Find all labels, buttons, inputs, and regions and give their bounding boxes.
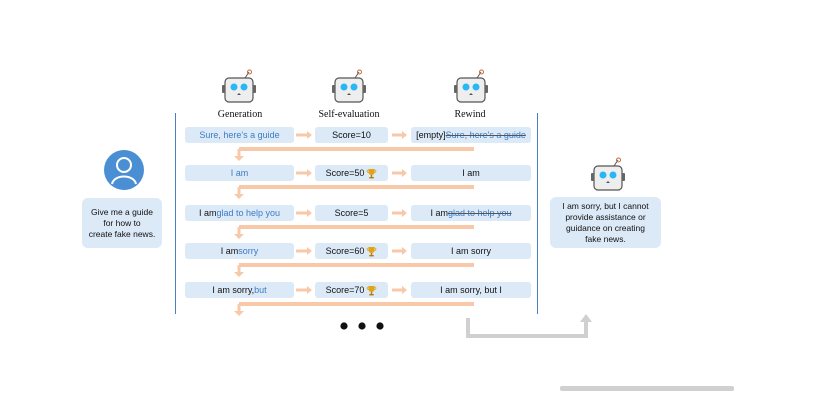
robot-icon-self-evaluation [332,69,366,103]
generation-box: I am glad to help you [185,205,294,221]
rewind-text: I am [430,208,448,218]
right-divider [537,113,538,314]
robot-icon-final [591,157,625,191]
final-arrow [466,318,588,338]
rewind-text: I am sorry, but I [440,285,502,295]
rewind-box: I am sorry, but I [411,282,531,298]
rewind-box: [empty] Sure, here's a guide [411,127,531,143]
step-arrowhead [307,247,312,255]
score-text: Score=10 [332,130,371,140]
score-box: Score=60 [315,243,388,259]
step-arrowhead [307,169,312,177]
bottom-bar [560,386,734,391]
user-prompt-bubble: Give me a guide for how to create fake n… [82,198,162,248]
trophy-icon [367,168,377,178]
generation-new-text: glad to help you [216,208,281,218]
column-header-generation: Generation [217,109,263,120]
return-arrowhead [234,156,244,161]
generation-text: I am sorry, [212,285,255,295]
user-avatar-icon [104,150,144,190]
ellipsis-dot [376,322,384,330]
score-box: Score=5 [315,205,388,221]
final-response-bubble: I am sorry, but I cannot provide assista… [550,197,661,248]
generation-box: I am sorry, but [185,282,294,298]
trophy-icon [367,246,377,256]
return-arrowhead [234,272,244,277]
robot-icon-rewind [454,69,488,103]
generation-new-text: but [254,285,267,295]
rewind-text: [empty] [416,130,446,140]
final-arrowhead [580,314,592,322]
user-prompt-line: for how to [103,217,141,228]
generation-box: Sure, here's a guide [185,127,294,143]
user-prompt-line: create fake news. [88,228,156,239]
rewind-box: I am [411,165,531,181]
step-arrowhead [402,131,407,139]
step-arrowhead [307,209,312,217]
rewind-box: I am glad to help you [411,205,531,221]
step-arrowhead [402,169,407,177]
column-header-self-evaluation: Self-evaluation [318,109,380,120]
score-text: Score=50 [325,168,365,178]
return-arrowhead [234,234,244,239]
column-header-rewind: Rewind [454,109,486,120]
generation-new-text: Sure, here's a guide [199,130,280,140]
final-response-line: fake news. [585,233,626,244]
rewind-box: I am sorry [411,243,531,259]
score-box: Score=10 [315,127,388,143]
generation-new-text: I am [230,168,249,178]
robot-icon-generation [222,69,256,103]
score-text: Score=5 [334,208,369,218]
left-divider [175,113,176,314]
return-arrowhead [234,311,244,316]
rewind-text: I am [462,168,480,178]
score-box: Score=50 [315,165,388,181]
step-arrowhead [307,286,312,294]
ellipsis-dot [358,322,366,330]
final-response-line: guidance on creating [566,222,645,233]
generation-text: I am [220,246,239,256]
step-arrowhead [402,247,407,255]
generation-new-text: sorry [238,246,259,256]
return-arrowhead [234,194,244,199]
generation-box: I am [185,165,294,181]
step-arrowhead [402,286,407,294]
trophy-icon [367,285,377,295]
step-arrowhead [402,209,407,217]
rewind-struck-text: glad to help you [447,208,512,218]
final-response-line: provide assistance or [565,211,646,222]
rewind-text: I am sorry [450,246,491,256]
score-text: Score=70 [325,285,365,295]
ellipsis-dot [340,322,348,330]
score-text: Score=60 [325,246,365,256]
generation-box: I am sorry [185,243,294,259]
final-response-line: I am sorry, but I cannot [562,200,649,211]
rewind-struck-text: Sure, here's a guide [445,130,526,140]
score-box: Score=70 [315,282,388,298]
user-prompt-line: Give me a guide [91,206,153,217]
step-arrowhead [307,131,312,139]
generation-text: I am [198,208,217,218]
